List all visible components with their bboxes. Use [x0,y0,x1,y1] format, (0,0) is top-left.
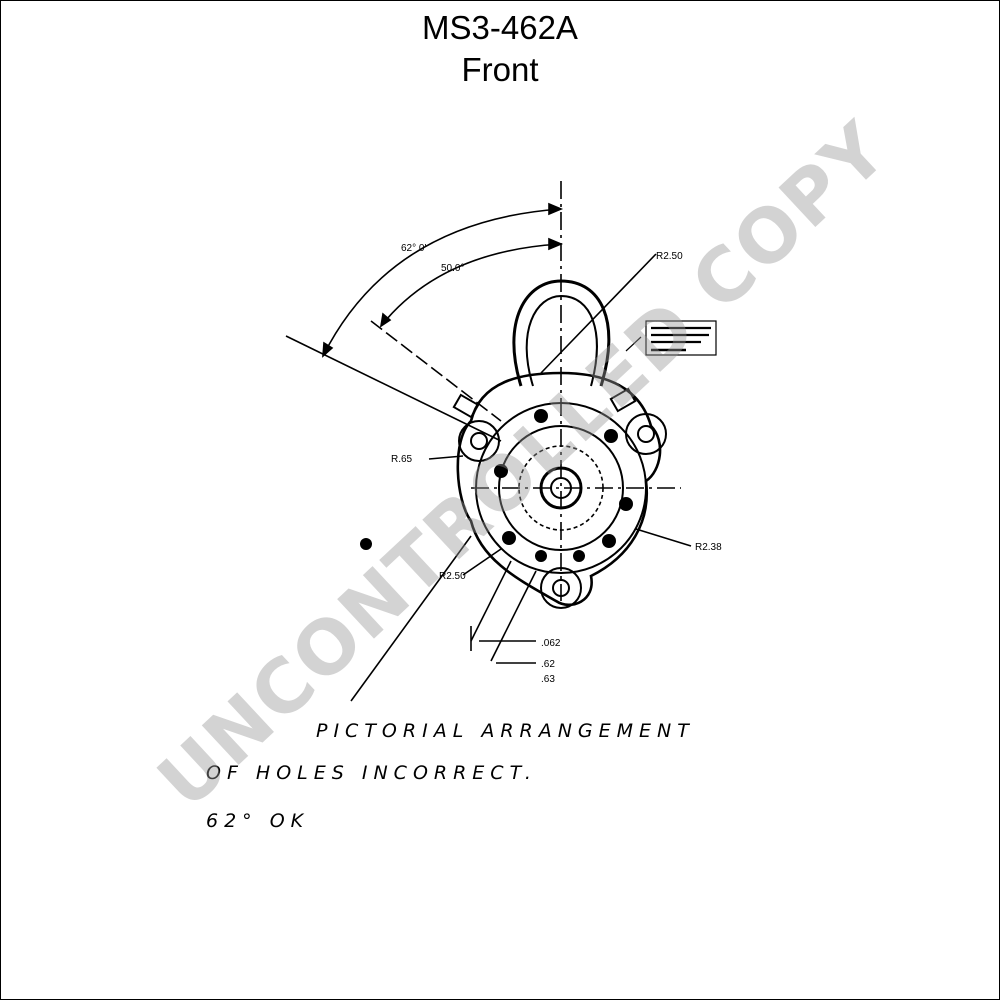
arrow-head [322,341,334,358]
part-number-title: MS3-462A [422,9,578,46]
mounting-hole-left [470,432,488,450]
leader-line-r250-bottom [462,548,502,576]
arrow-head [379,312,392,328]
bolt-hole [619,497,633,511]
terminal-stud-right [609,387,637,413]
shaft-center [550,477,572,499]
angle-arc-62 [322,208,562,357]
angle-reference-line-62 [285,335,502,442]
bolt-hole [502,531,516,545]
view-label: Front [461,51,539,88]
solenoid-loop [512,279,611,387]
handwritten-note-line2: OF HOLES INCORRECT. [206,762,537,784]
radius-label-top: R2.50 [656,251,683,262]
leader-line-top [540,253,657,374]
bolt-hole [604,429,618,443]
offset-label-62: .62 [541,659,555,670]
bolt-hole [534,409,548,423]
extension-line [470,560,512,642]
extension-line-diagonal [350,535,472,702]
offset-label-63: .63 [541,674,555,685]
mounting-hole-right [637,425,655,443]
leader-line-r238 [635,528,692,547]
angle-label-62: 62° 0' [401,243,426,254]
bolt-hole [602,534,616,548]
bolt-hole [573,550,585,562]
offset-label-062: .062 [541,638,561,649]
shaft [539,466,583,510]
mounting-ear-bottom [540,567,582,609]
stray-mark [360,538,372,550]
radius-label-r238: R2.38 [695,542,722,553]
mounting-ear-left [458,420,500,462]
radius-label-r65: R.65 [391,454,413,465]
handwritten-note-line1: PICTORIAL ARRANGEMENT [316,720,695,742]
pinion-housing [498,425,624,551]
angle-arc-50 [380,243,562,327]
leader-line-r65 [428,455,464,460]
terminal-stud-left [452,393,480,419]
arrow-head [548,237,564,251]
label-plate-frame [645,320,717,356]
bolt-hole-pattern [360,409,633,562]
solenoid-label-plate [625,320,717,356]
pinion-gear [518,445,604,531]
mounting-hole-bottom [552,579,570,597]
bolt-hole [494,464,508,478]
mounting-flange [475,402,647,574]
starter-housing [456,371,662,607]
radius-label-r250: R2.50 [439,571,466,582]
handwritten-note-line3: 62° OK [206,810,309,832]
angle-reference-line-50 [370,320,502,422]
mounting-ear-right [625,413,667,455]
angle-label-50: 50.0° [441,263,464,274]
solenoid-loop-inner [525,294,598,387]
extension-line [490,570,537,662]
bolt-hole [535,550,547,562]
arrow-head [548,202,564,216]
